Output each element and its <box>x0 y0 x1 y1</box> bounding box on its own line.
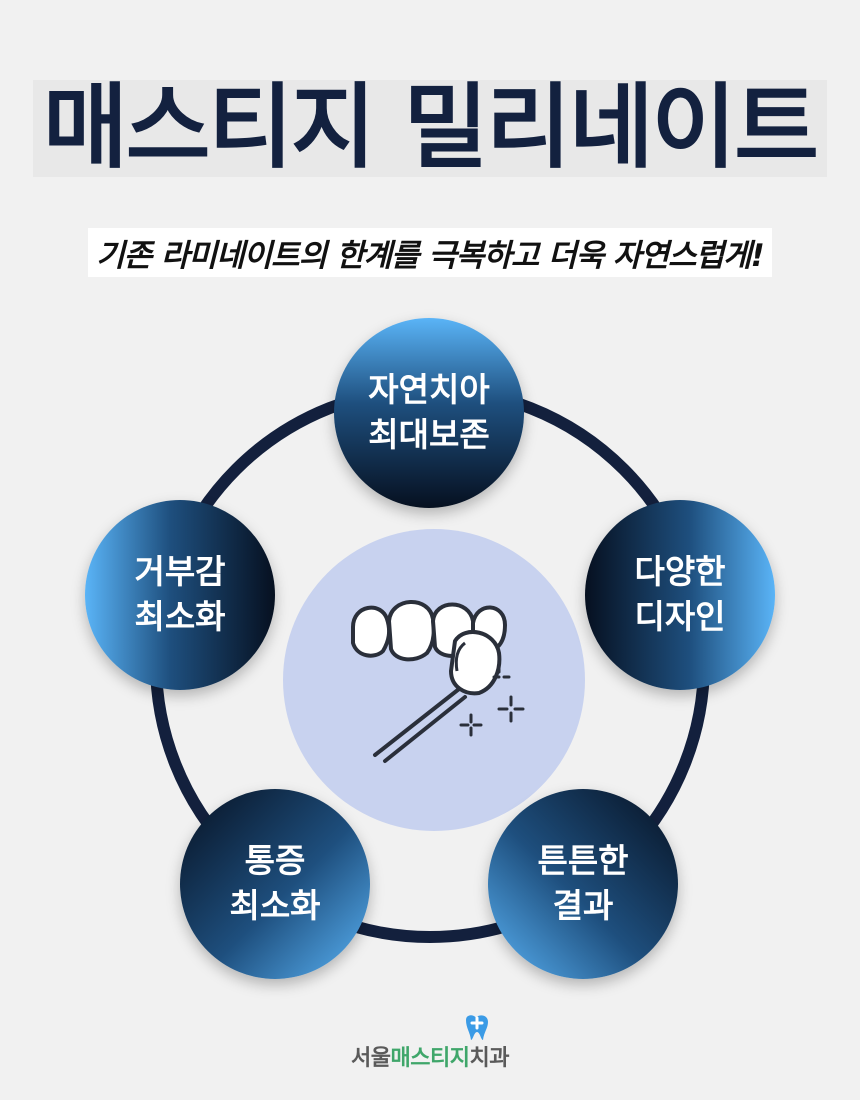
subtitle-wrap: 기존 라미네이트의 한계를 극복하고 더욱 자연스럽게! <box>0 228 860 277</box>
feature-node-durable: 튼튼한 결과 <box>488 789 678 979</box>
tooth-cross-icon <box>466 1015 488 1040</box>
feature-line2: 최대보존 <box>368 415 490 454</box>
subtitle: 기존 라미네이트의 한계를 극복하고 더욱 자연스럽게! <box>88 228 772 277</box>
clinic-logo: 서울매스티지치과 <box>0 1040 860 1072</box>
feature-line1: 튼튼한 <box>537 841 629 881</box>
logo-part1: 서울 <box>351 1046 391 1071</box>
logo-part3: 치과 <box>469 1046 509 1071</box>
feature-line2: 결과 <box>552 886 614 925</box>
feature-line1: 다양한 <box>634 552 726 592</box>
feature-line1: 자연치아 <box>368 370 490 410</box>
feature-line2: 최소화 <box>229 886 321 925</box>
feature-line1: 거부감 <box>134 552 226 592</box>
feature-node-design: 다양한 디자인 <box>585 500 775 690</box>
feature-line2: 디자인 <box>634 597 726 636</box>
logo-part2: 매스티지 <box>390 1046 470 1071</box>
page-title-wrap: 매스티지 밀리네이트 <box>0 79 860 177</box>
feature-line1: 통증 <box>244 841 306 881</box>
feature-line2: 최소화 <box>134 597 226 636</box>
feature-node-pain: 통증 최소화 <box>180 789 370 979</box>
feature-node-natural-teeth: 자연치아 최대보존 <box>334 318 524 508</box>
center-circle <box>283 529 585 831</box>
veneer-teeth-tweezers-icon <box>351 600 525 763</box>
page-title: 매스티지 밀리네이트 <box>33 79 827 177</box>
feature-node-discomfort: 거부감 최소화 <box>85 500 275 690</box>
